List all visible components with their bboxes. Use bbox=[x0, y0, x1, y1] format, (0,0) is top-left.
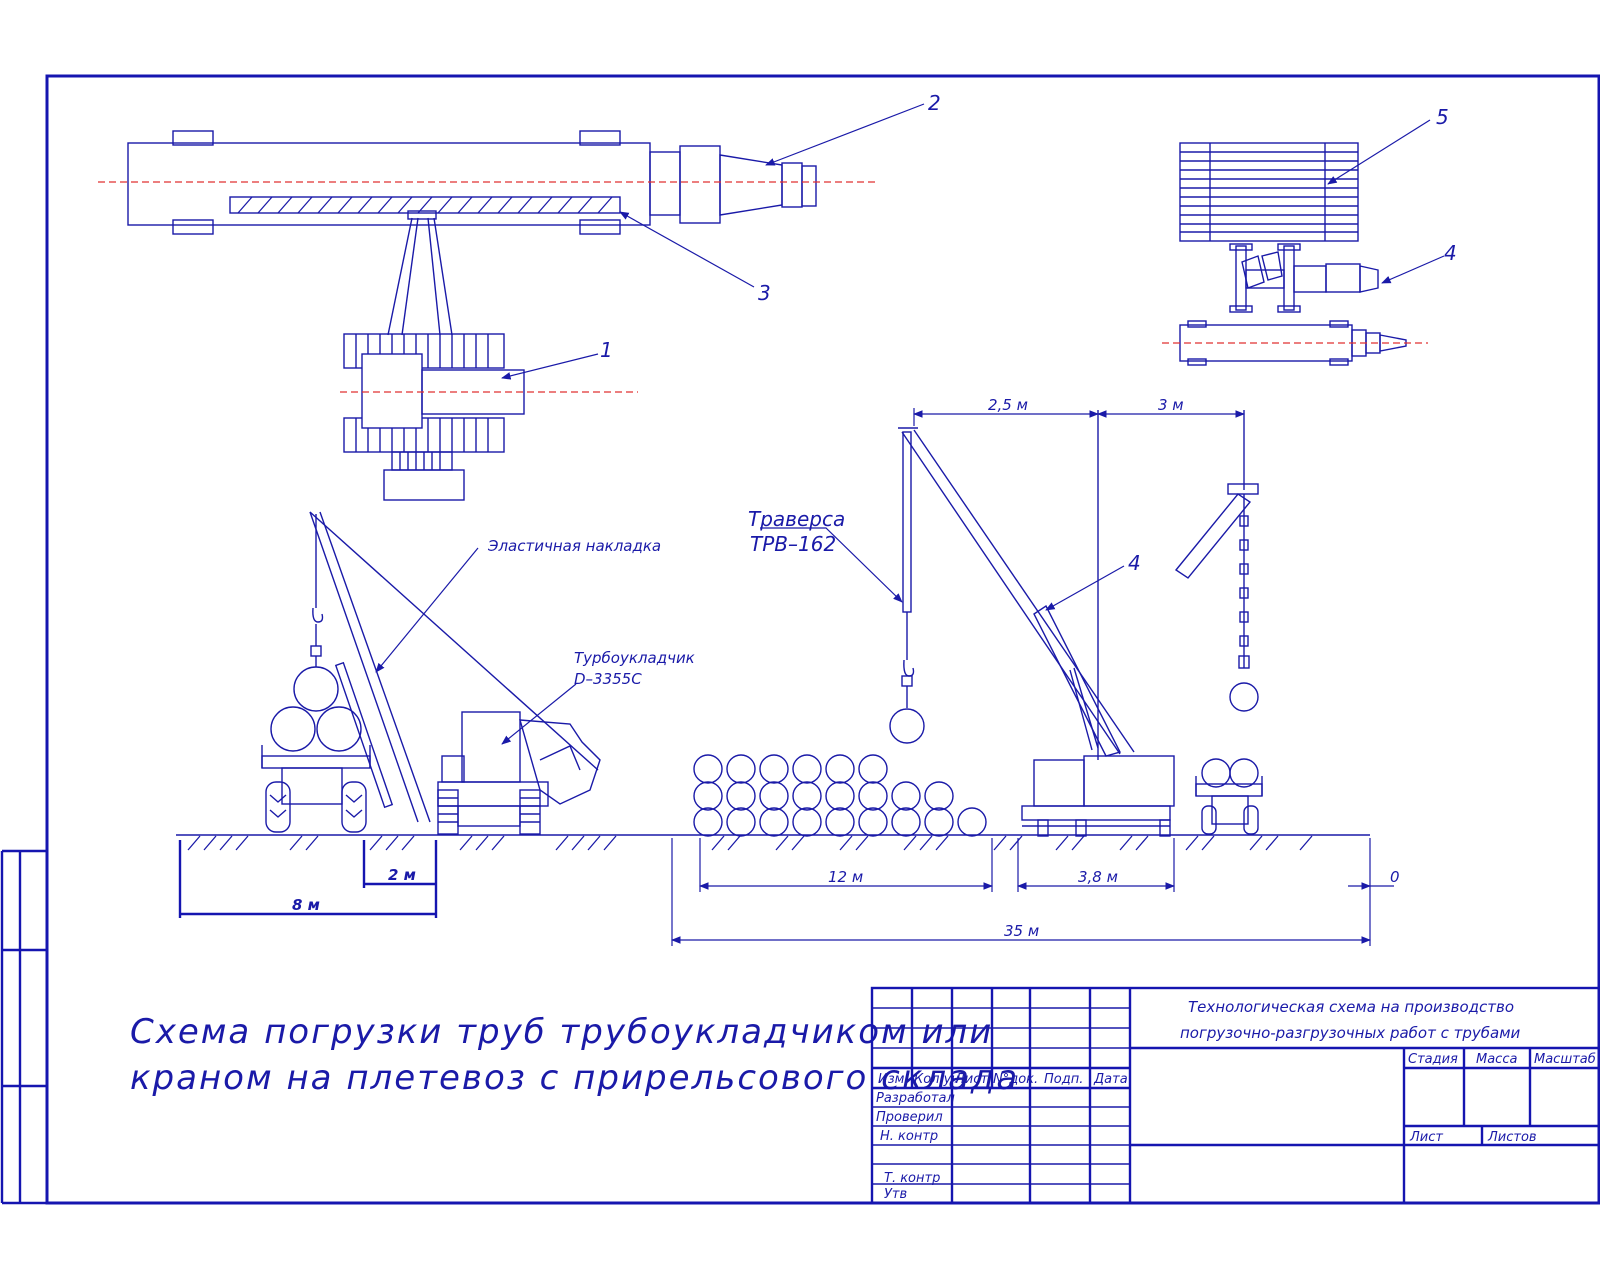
track-links bbox=[355, 334, 489, 452]
svg-text:Кол.уч: Кол.уч bbox=[914, 1072, 959, 1087]
svg-text:5: 5 bbox=[1436, 105, 1449, 129]
callout-3: 3 bbox=[619, 211, 771, 305]
svg-text:ТРВ–162: ТРВ–162 bbox=[750, 532, 836, 556]
svg-text:2: 2 bbox=[928, 91, 941, 115]
ground-hatch-right bbox=[711, 835, 1313, 851]
svg-text:Схема погрузки труб трубоуклад: Схема погрузки труб трубоукладчиком или bbox=[130, 1012, 993, 1052]
svg-text:Утв: Утв bbox=[884, 1187, 907, 1202]
title-block: Технологическая схема на производство по… bbox=[870, 986, 1600, 1205]
hook-chain bbox=[1238, 515, 1250, 669]
callout-1: 1 bbox=[501, 338, 613, 380]
svg-text:Изм.: Изм. bbox=[878, 1072, 909, 1087]
pipe-stack bbox=[693, 754, 987, 837]
svg-text:8 м: 8 м bbox=[292, 896, 320, 914]
svg-text:3 м: 3 м bbox=[1158, 396, 1184, 414]
dim-0: 0 bbox=[1348, 838, 1400, 946]
svg-text:Проверил: Проверил bbox=[876, 1110, 943, 1125]
svg-text:2 м: 2 м bbox=[388, 866, 416, 884]
svg-text:Технологическая схема на произ: Технологическая схема на производство bbox=[1188, 998, 1514, 1016]
dim-35m: 35 м bbox=[671, 838, 1371, 946]
label-pipelayer: Турбоукладчик D–3355C bbox=[501, 649, 695, 745]
dim-12m: 12 м bbox=[699, 838, 993, 892]
label-traverse: Траверса ТРВ–162 bbox=[748, 507, 903, 603]
svg-text:Т. контр: Т. контр bbox=[884, 1171, 940, 1186]
sheet-frame bbox=[0, 74, 1600, 1205]
elevation-pipelayer bbox=[176, 511, 668, 851]
svg-text:4: 4 bbox=[1444, 241, 1457, 265]
callout-4-top: 4 bbox=[1381, 241, 1457, 284]
svg-text:Траверса: Траверса bbox=[748, 507, 845, 531]
ground-hatch-left bbox=[187, 835, 617, 851]
svg-text:0: 0 bbox=[1390, 868, 1400, 886]
dim-8m: 8 м bbox=[178, 840, 436, 918]
drawing-title: Схема погрузки труб трубоукладчиком или … bbox=[130, 1012, 1019, 1098]
label-elastic-pad: Эластичная накладка bbox=[375, 537, 661, 673]
svg-text:D–3355C: D–3355C bbox=[574, 670, 642, 688]
svg-text:Лист: Лист bbox=[1409, 1130, 1443, 1145]
callout-5: 5 bbox=[1327, 105, 1449, 185]
svg-text:погрузочно-разгрузочных работ: погрузочно-разгрузочных работ с трубами bbox=[1180, 1024, 1521, 1042]
svg-text:Подп.: Подп. bbox=[1044, 1072, 1083, 1087]
svg-text:Масса: Масса bbox=[1476, 1052, 1517, 1067]
callout-4-crane: 4 bbox=[1045, 551, 1141, 611]
svg-text:Листов: Листов bbox=[1487, 1130, 1537, 1145]
callout-2: 2 bbox=[765, 91, 941, 166]
dim-3m: 3 м bbox=[1097, 396, 1245, 418]
svg-text:35 м: 35 м bbox=[1004, 922, 1039, 940]
svg-text:краном на плетевоз с прирельсо: краном на плетевоз с прирельсового склад… bbox=[130, 1058, 1019, 1098]
svg-text:2,5 м: 2,5 м bbox=[988, 396, 1028, 414]
elevation-crane bbox=[668, 410, 1370, 851]
svg-text:12 м: 12 м bbox=[828, 868, 863, 886]
svg-text:1: 1 bbox=[600, 338, 613, 362]
svg-text:Стадия: Стадия bbox=[1408, 1052, 1458, 1067]
plan-view-crane bbox=[1162, 142, 1428, 366]
svg-text:3,8 м: 3,8 м bbox=[1078, 868, 1118, 886]
dim-2-5m: 2,5 м bbox=[913, 396, 1099, 426]
svg-text:3: 3 bbox=[758, 281, 771, 305]
svg-text:4: 4 bbox=[1128, 551, 1141, 575]
dim-3-8m: 3,8 м bbox=[1017, 838, 1175, 892]
svg-text:Эластичная накладка: Эластичная накладка bbox=[487, 537, 661, 555]
svg-text:N°док.: N°док. bbox=[993, 1072, 1038, 1087]
svg-text:Н. контр: Н. контр bbox=[880, 1129, 938, 1144]
dim-2m: 2 м bbox=[362, 840, 438, 918]
plan-view-pipelayer bbox=[98, 130, 876, 501]
svg-text:Разработал: Разработал bbox=[876, 1091, 955, 1106]
svg-text:Лист: Лист bbox=[954, 1072, 988, 1087]
svg-text:Турбоукладчик: Турбоукладчик bbox=[574, 649, 695, 667]
svg-text:Дата: Дата bbox=[1093, 1072, 1128, 1087]
svg-text:Масштаб: Масштаб bbox=[1534, 1052, 1596, 1067]
